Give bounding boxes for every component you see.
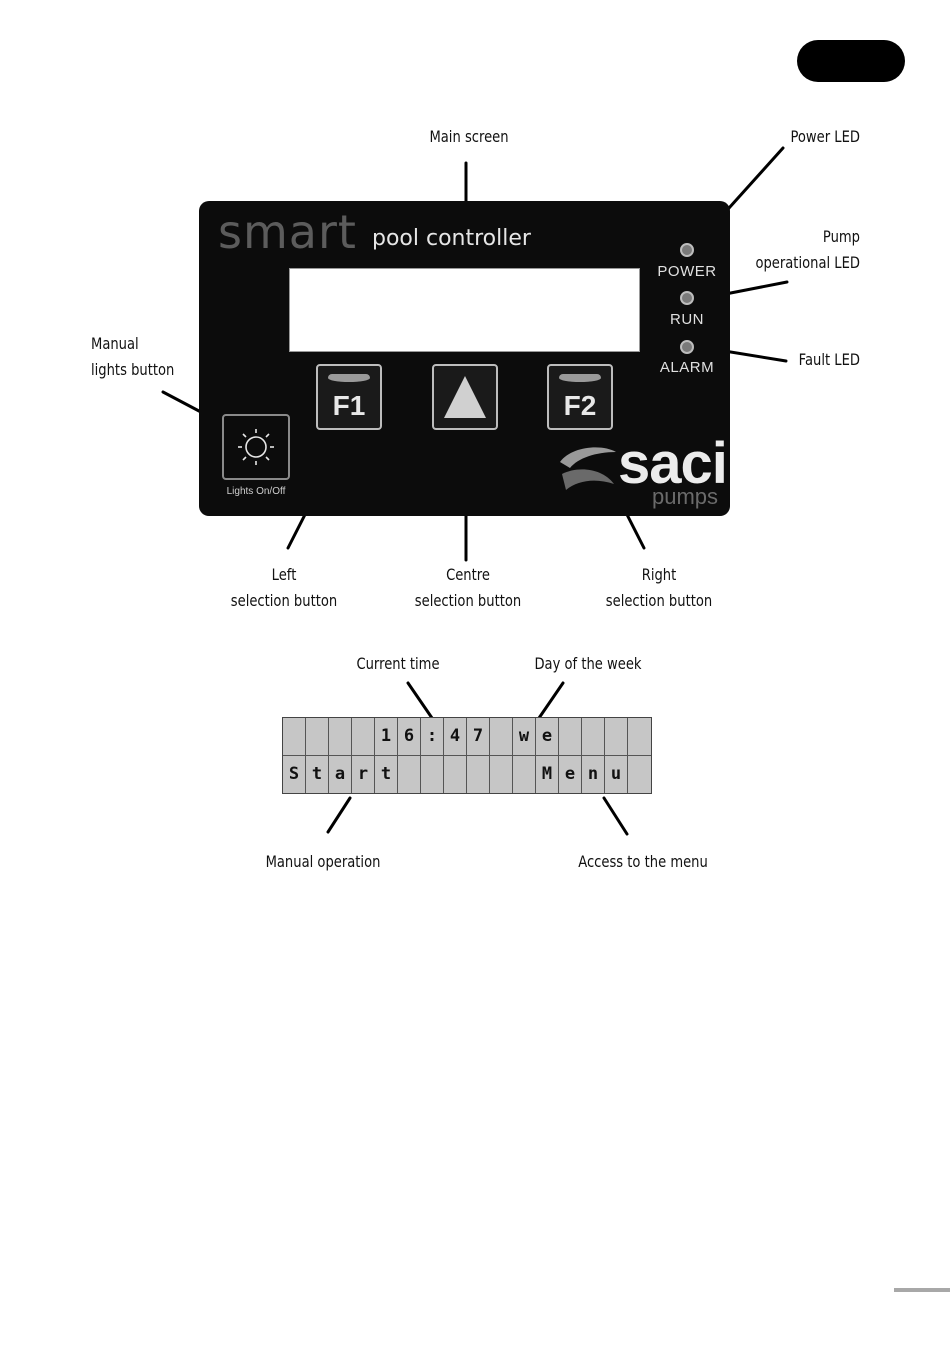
lcd-cell: u [605,755,628,793]
lcd-cell [582,718,605,756]
label-left-line1: Left [271,565,297,584]
brand-smart: smart [218,205,357,259]
label-power-led: Power LED [790,127,860,146]
lcd-cell: n [582,755,605,793]
saci-pumps: pumps [652,484,719,509]
lcd-cell [628,756,651,794]
label-centre-line1: Centre [446,565,490,584]
saci-swoosh-icon [560,447,616,490]
alarm-led-label: ALARM [659,359,715,376]
f2-label: F2 [563,390,597,421]
f2-button[interactable]: F2 [547,364,613,430]
lcd-cell: e [536,718,559,756]
label-left-line2: selection button [230,591,338,610]
f1-button[interactable]: F1 [316,364,382,430]
label-main-screen: Main screen [429,127,509,146]
lcd-cell: 1 [375,718,398,756]
lcd-cell [559,718,582,756]
lights-button[interactable] [222,414,290,480]
lcd-cell: a [329,755,352,793]
lcd-cell: r [352,755,375,793]
label-access-menu: Access to the menu [578,852,708,871]
power-led-icon [680,243,694,257]
label-right-line1: Right [641,565,677,584]
run-led-label: RUN [670,311,704,328]
lcd-cell: e [559,755,582,793]
f2-indicator-bar [559,374,601,382]
label-day-of-week: Day of the week [534,654,642,673]
lcd-cell [398,755,421,793]
f1-indicator-bar [328,374,370,382]
label-pump-led-line2: operational LED [755,253,860,272]
f1-label: F1 [332,390,366,421]
lcd-cell [283,718,306,756]
centre-button[interactable] [432,364,498,430]
run-led-icon [680,291,694,305]
controller-panel [199,201,730,516]
lcd-cell [467,755,490,793]
lcd-cell: M [536,755,559,793]
brand-pool-controller: pool controller [372,226,531,251]
lcd-cell [513,755,536,793]
lcd-cell: t [375,755,398,793]
page-tab [797,40,905,82]
lcd-cell: 6 [398,718,421,756]
lcd-cell: w [513,718,536,756]
lcd-cell [605,718,628,756]
lcd-cell [444,755,467,793]
lcd-cell: 7 [467,718,490,756]
label-manual-operation: Manual operation [265,852,381,871]
alarm-led-icon [680,340,694,354]
label-current-time: Current time [356,654,440,673]
lcd-cell: t [306,755,329,793]
main-screen [289,268,640,352]
lcd-cell [329,718,352,756]
label-pump-led-line1: Pump [822,227,860,246]
lcd-cell: S [283,755,306,793]
label-fault-led: Fault LED [798,350,860,369]
lcd-cell: 4 [444,718,467,756]
page-rule [894,1288,950,1292]
label-centre-line2: selection button [414,591,522,610]
lcd-cell [628,718,651,756]
lcd-cell [306,718,329,756]
leader-current-time [406,681,434,720]
label-manual-lights-line2: lights button [91,360,175,379]
lcd-cell [490,718,513,756]
leader-manual-operation [326,796,352,834]
lcd-cell [352,718,375,756]
triangle-up-icon [444,376,486,418]
label-manual-lights-line1: Manual [91,334,139,353]
lcd-cell [421,755,444,793]
leader-access-menu [602,796,629,836]
label-right-line2: selection button [605,591,713,610]
sun-icon [238,429,274,465]
leader-day-of-week [537,681,565,720]
lcd-cell [490,755,513,793]
lcd-cell: : [421,718,444,756]
power-led-label: POWER [657,263,717,280]
saci-logo: saci [618,431,728,496]
lights-label: Lights On/Off [226,486,286,497]
